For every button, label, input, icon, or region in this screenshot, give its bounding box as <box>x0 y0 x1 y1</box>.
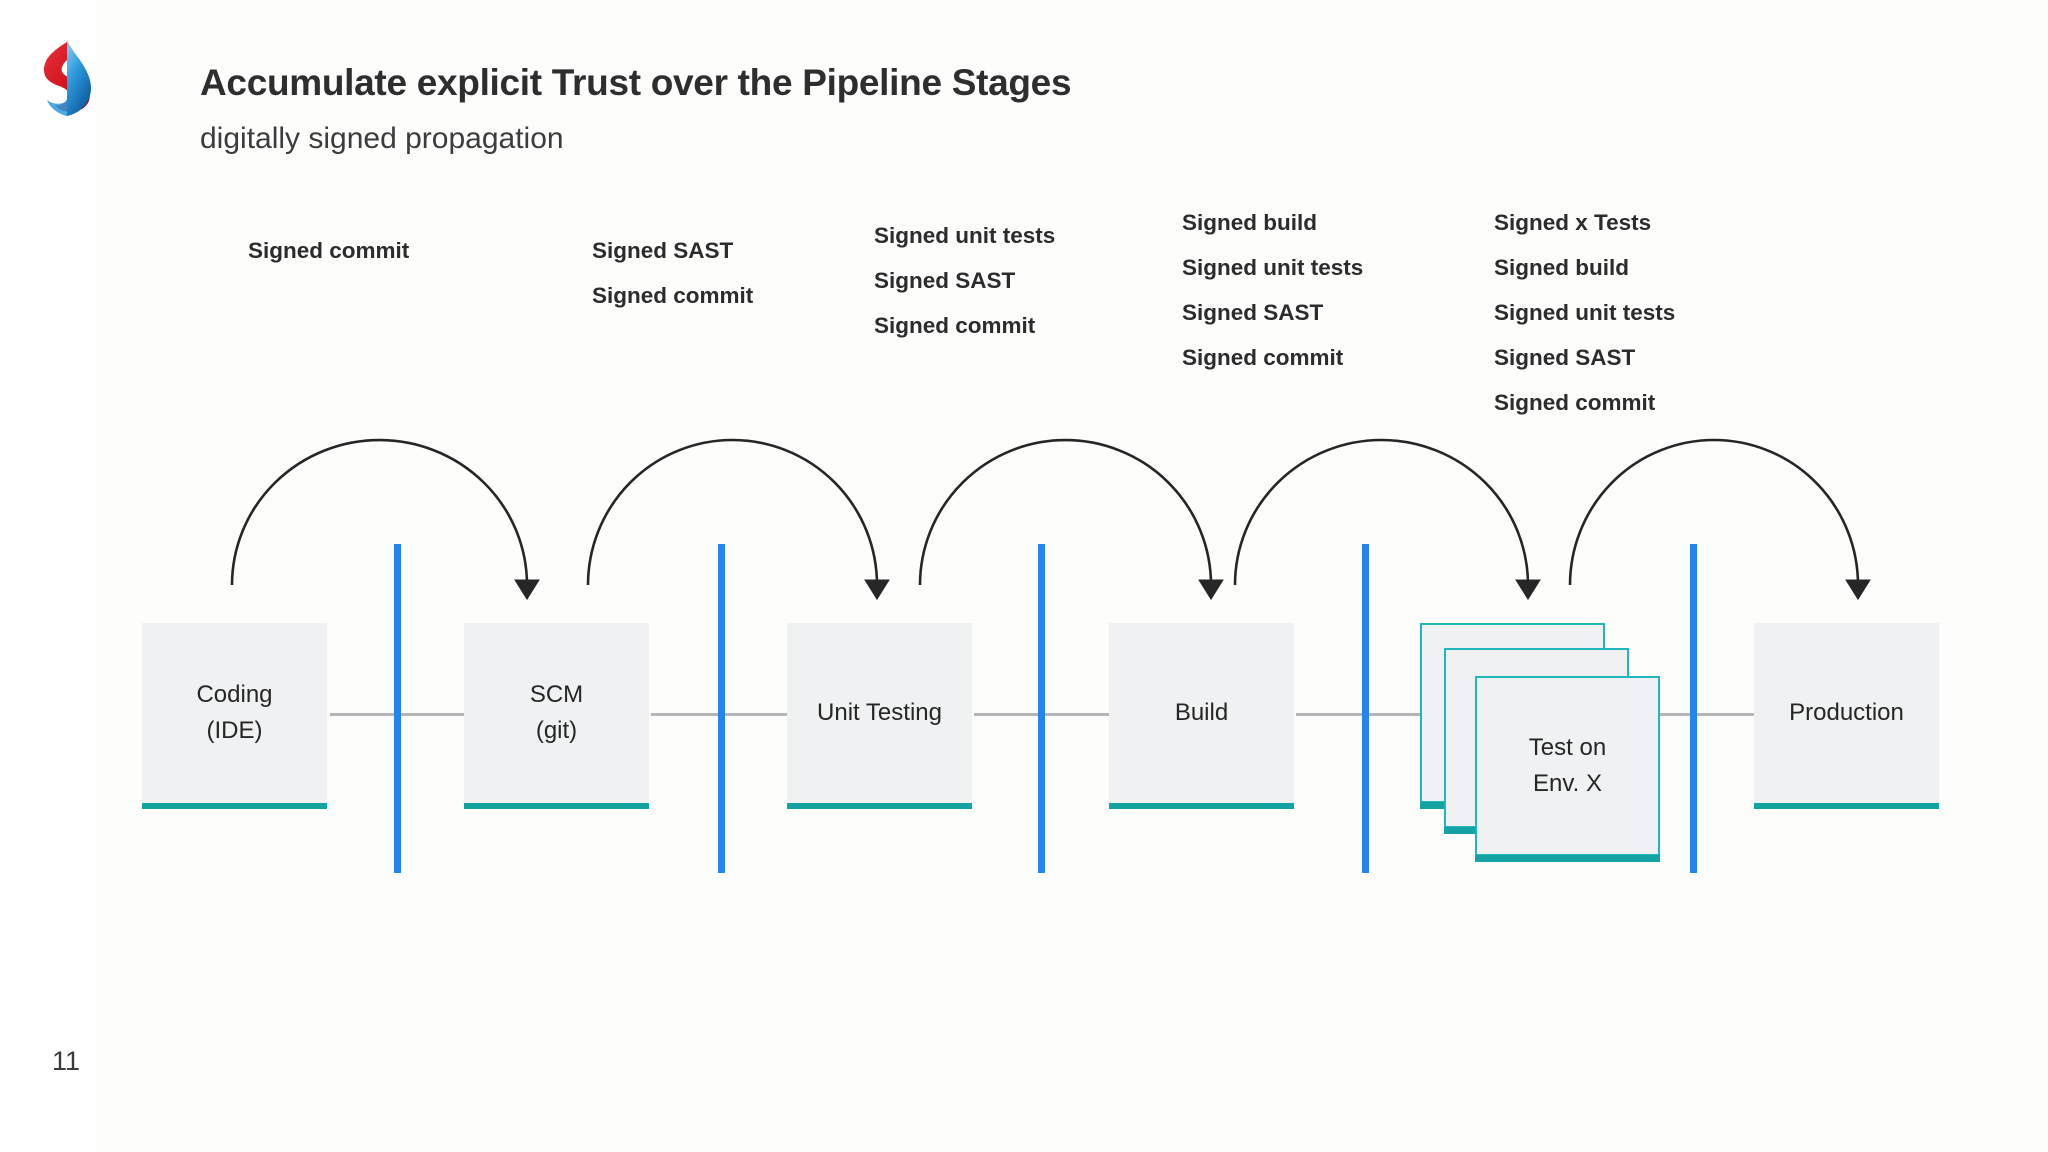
env-card-3[interactable]: Test on Env. X <box>1475 676 1660 862</box>
stage-box-unit-testing[interactable]: Unit Testing <box>787 623 972 809</box>
env-card-underline <box>1475 855 1660 862</box>
trust-list-item: Signed commit <box>592 283 754 308</box>
connector-4 <box>1296 713 1422 716</box>
stage-box-coding[interactable]: Coding (IDE) <box>142 623 327 809</box>
trust-list-item: Signed SAST <box>1182 300 1324 325</box>
stage-underline-production <box>1754 803 1939 809</box>
swisscom-logo <box>36 36 98 120</box>
trust-list-item: Signed unit tests <box>874 223 1056 248</box>
stage-underline-scm <box>464 803 649 809</box>
trust-list-item: Signed SAST <box>874 268 1016 293</box>
stage-label-line: Build <box>1174 699 1229 726</box>
stage-label-line: Production <box>1789 699 1904 726</box>
stage-label-line: (IDE) <box>206 717 263 744</box>
connector-5 <box>1660 713 1756 716</box>
trust-list-item: Signed build <box>1494 255 1629 280</box>
page-number: 11 <box>52 1046 81 1076</box>
page-subtitle: digitally signed propagation <box>200 122 564 155</box>
trust-list-item: Signed commit <box>1182 345 1344 370</box>
trust-list-item: Signed unit tests <box>1182 255 1364 280</box>
env-card-label: Test on Env. X <box>1477 730 1658 802</box>
stage-box-build[interactable]: Build <box>1109 623 1294 809</box>
stage-label-build: Build <box>1109 695 1294 731</box>
trust-list-after-coding: Signed commit <box>248 228 409 273</box>
env-card-label-line: Env. X <box>1533 770 1602 797</box>
trust-list-item: Signed commit <box>1494 390 1656 415</box>
stage-label-unit-testing: Unit Testing <box>787 695 972 731</box>
trust-list-item: Signed build <box>1182 210 1317 235</box>
stage-box-scm[interactable]: SCM (git) <box>464 623 649 809</box>
stage-label-production: Production <box>1754 695 1939 731</box>
stage-label-coding: Coding (IDE) <box>142 677 327 749</box>
stage-underline-unit-testing <box>787 803 972 809</box>
trust-list-item: Signed unit tests <box>1494 300 1676 325</box>
boundary-5 <box>1690 544 1697 873</box>
stage-label-line: SCM <box>529 681 584 708</box>
stage-label-scm: SCM (git) <box>464 677 649 749</box>
stage-label-line: Coding <box>196 681 273 708</box>
boundary-4 <box>1362 544 1369 873</box>
content-background <box>95 0 2048 1152</box>
trust-list-item: Signed commit <box>248 238 410 263</box>
stage-label-line: Unit Testing <box>817 699 942 726</box>
trust-list-item: Signed SAST <box>1494 345 1636 370</box>
boundary-2 <box>718 544 725 873</box>
stage-label-line: (git) <box>535 717 578 744</box>
stage-underline-build <box>1109 803 1294 809</box>
trust-list-item: Signed x Tests <box>1494 210 1652 235</box>
trust-list-item: Signed commit <box>874 313 1036 338</box>
trust-list-item: Signed SAST <box>592 238 734 263</box>
trust-list-after-scm: Signed SAST Signed commit <box>592 228 753 318</box>
stage-box-production[interactable]: Production <box>1754 623 1939 809</box>
stage-underline-coding <box>142 803 327 809</box>
boundary-1 <box>394 544 401 873</box>
page-title: Accumulate explicit Trust over the Pipel… <box>200 62 1072 103</box>
boundary-3 <box>1038 544 1045 873</box>
env-card-label-line: Test on <box>1528 734 1607 761</box>
